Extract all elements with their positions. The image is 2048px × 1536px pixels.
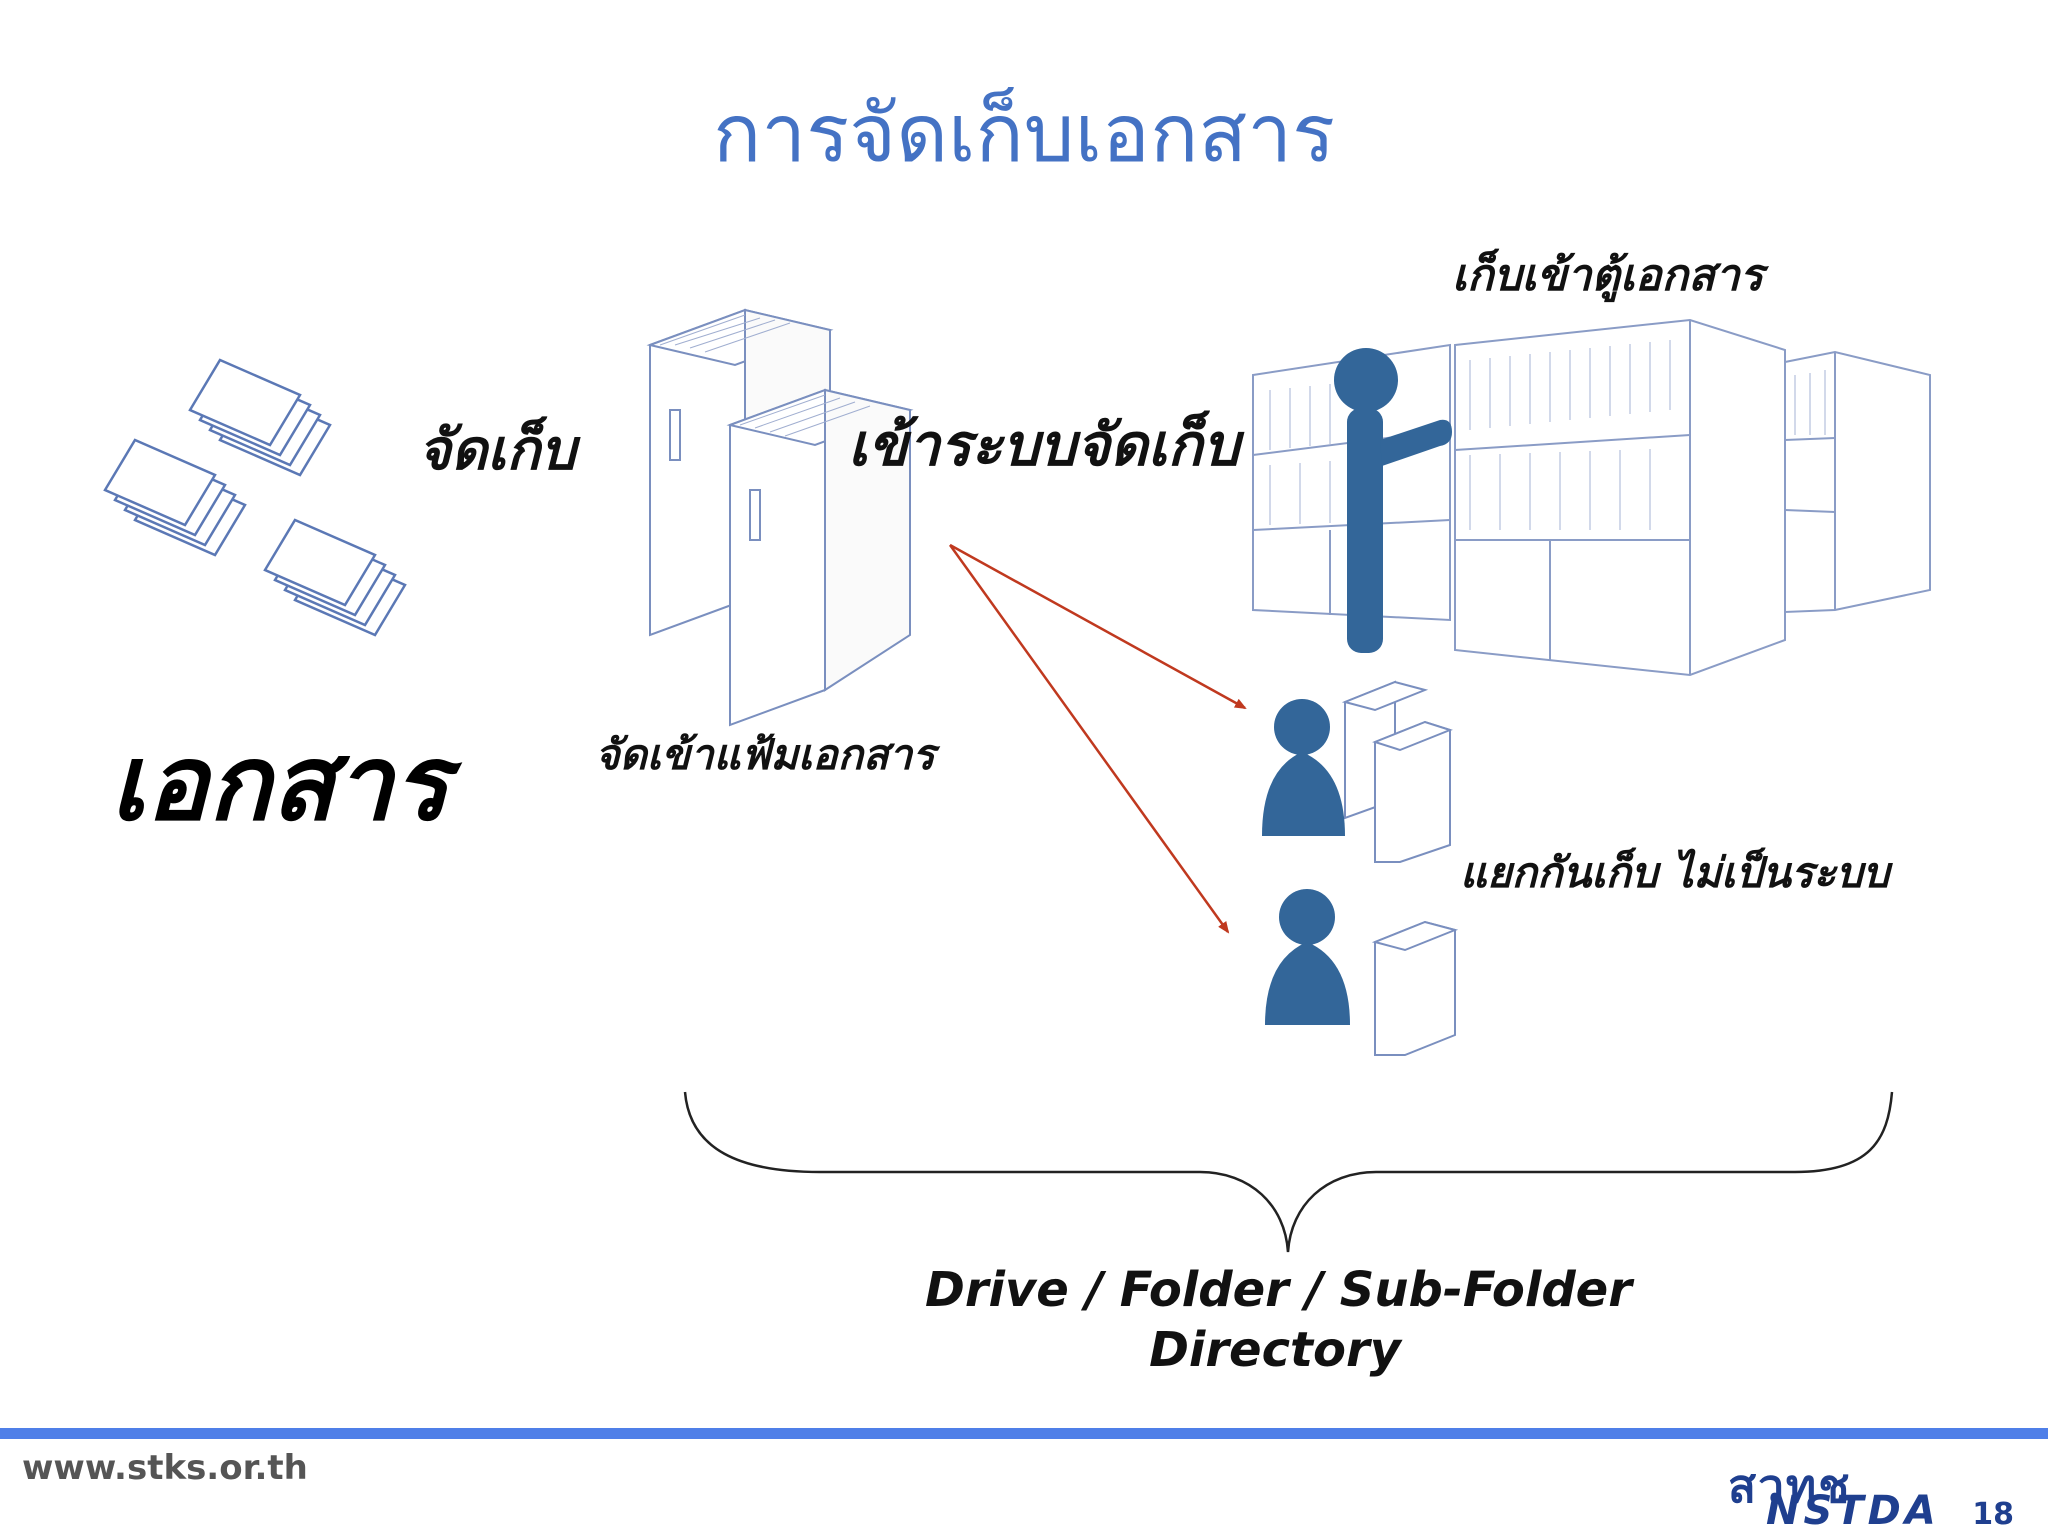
logo-en: NSTDA: [1766, 1488, 1940, 1534]
footer-url: www.stks.or.th: [22, 1448, 308, 1488]
small-binder-icon: [1341, 680, 1459, 1056]
label-documents: เอกสาร: [110, 722, 449, 844]
paper-stack-icon: [103, 358, 407, 637]
arrow: [948, 543, 1247, 934]
footer-bar: [0, 1428, 2048, 1439]
label-store: จัดเก็บ: [418, 418, 576, 483]
standing-person-icon: [1334, 348, 1452, 653]
label-separate: แยกกันเก็บ ไม่เป็นระบบ: [1460, 848, 1890, 897]
label-path-line1: Drive / Folder / Sub-Folder: [925, 1262, 1632, 1318]
label-into-cabinet: เก็บเข้าตู้เอกสาร: [1452, 250, 1764, 301]
slide-title: การจัดเก็บเอกสาร: [712, 87, 1336, 180]
label-into-system: เข้าระบบจัดเก็บ: [848, 411, 1240, 479]
logo-thai: สวทช: [1728, 1459, 1852, 1513]
binder-icon: [646, 308, 914, 727]
curly-brace: [683, 1091, 1894, 1253]
page-number: 18: [1972, 1497, 2014, 1532]
label-path-line2: Directory: [1149, 1322, 1401, 1378]
person-icon: [1262, 699, 1350, 1025]
label-into-folder: จัดเข้าแฟ้มเอกสาร: [595, 730, 935, 779]
